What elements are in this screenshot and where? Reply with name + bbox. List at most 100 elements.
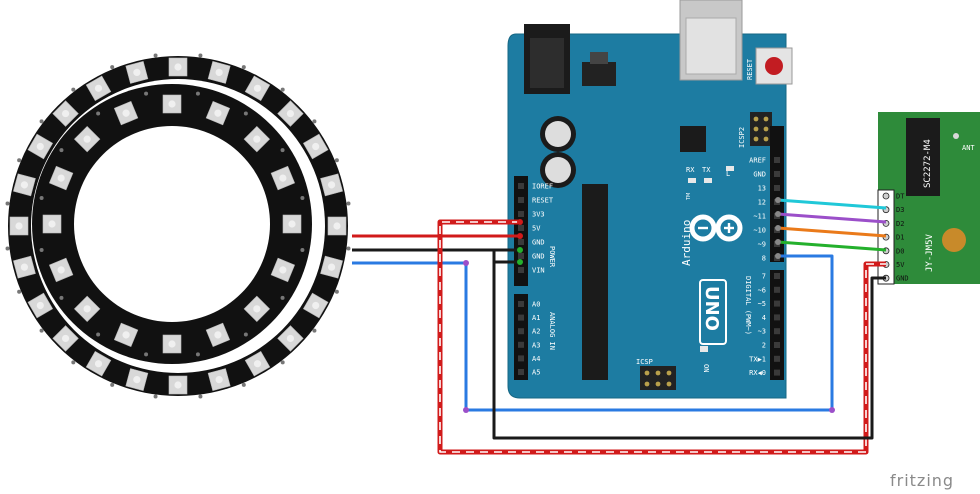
analog-pin-socket: [518, 369, 524, 375]
inner-led: [48, 257, 74, 283]
reset-label: RESET: [746, 58, 754, 80]
digital-pin-label: 4: [762, 314, 766, 322]
on-label: ON: [702, 364, 710, 372]
outer-led: [302, 292, 329, 319]
rf-pin-label: D0: [896, 247, 904, 255]
ant-label: ANT: [962, 144, 975, 152]
outer-led: [207, 61, 231, 84]
outer-led: [9, 216, 29, 236]
inner-led: [113, 100, 139, 126]
rx-label: RX: [686, 166, 695, 174]
digital-pin-label: ~5: [758, 300, 766, 308]
digital-pin-label: RX◀0: [749, 369, 766, 377]
tx-label: TX: [702, 166, 711, 174]
usb-inner: [685, 17, 737, 75]
wire-gnd-rf: [492, 260, 886, 440]
inner-ring-gap: [74, 126, 270, 322]
analog-pin-label: A2: [532, 328, 540, 336]
outer-led: [327, 216, 347, 236]
digital-pin-socket: [774, 300, 780, 307]
digital-pin-socket: [774, 286, 780, 293]
inner-led: [48, 165, 74, 191]
outer-led: [207, 368, 231, 391]
rf-pin-label: GND: [896, 275, 909, 283]
outer-led: [244, 350, 271, 377]
analog-pin-label: A3: [532, 341, 540, 349]
inner-led: [282, 214, 302, 234]
regulator: [582, 62, 616, 86]
arduino-logo: [689, 214, 743, 242]
outer-led: [277, 325, 304, 352]
wire-5v-rf-stripe: [439, 221, 886, 453]
icsp2-label: ICSP2: [738, 127, 746, 148]
inner-led: [243, 125, 271, 153]
outer-led: [125, 61, 149, 84]
analog-pin-label: A0: [532, 301, 540, 309]
digital-pin-label: ~10: [753, 227, 766, 235]
inner-led: [270, 165, 296, 191]
rf-pin-label: D3: [896, 206, 904, 214]
digital-pin-label: ~9: [758, 241, 766, 249]
power-pin-label: VIN: [532, 267, 545, 275]
analog-pin-label: A5: [532, 369, 540, 377]
usb-chip: [680, 126, 706, 152]
tx-led: [704, 178, 712, 183]
outer-led-group: [5, 53, 351, 399]
digital-pin-label: 2: [762, 342, 766, 350]
rf-potentiometer: [942, 228, 966, 252]
icsp2-header: [750, 112, 772, 146]
icsp-label: ICSP: [636, 358, 653, 366]
wire-d2-pin11: [777, 212, 887, 224]
wire-gnd-link: [492, 248, 520, 262]
outer-led: [13, 173, 36, 197]
uno-logo: UNO: [699, 279, 727, 345]
digital-pin-socket: [774, 342, 780, 348]
digital-pin-label: 8: [762, 255, 766, 263]
power-pin-label: GND: [532, 253, 545, 261]
rf-pin-label: D1: [896, 234, 904, 242]
power-pin-label: 5V: [532, 225, 541, 233]
wire-d0-pin9: [777, 240, 887, 252]
rf-pin-label: 5V: [896, 261, 905, 269]
digital-pin-label: AREF: [749, 157, 766, 165]
digital-pin-label: 7: [762, 273, 766, 281]
wires: [352, 198, 887, 455]
wire-d1-pin10: [777, 226, 887, 238]
rf-chip-label: SC2272-M4: [923, 139, 933, 188]
power-pin-socket: [518, 197, 524, 203]
analog-pin-socket: [518, 301, 524, 307]
atmega-chip: [582, 184, 608, 380]
regulator-tab: [590, 52, 608, 64]
neopixel-rings: [5, 53, 351, 399]
ant-pad: [953, 133, 959, 139]
rf-model-label: JY-JM5V: [925, 233, 935, 272]
svg-text:UNO: UNO: [701, 286, 722, 331]
board-outline: [507, 33, 787, 399]
outer-led: [13, 255, 36, 279]
inner-led: [73, 125, 101, 153]
outer-led: [320, 255, 343, 279]
digital-pin-label: 12: [758, 199, 766, 207]
rx-led: [688, 178, 696, 183]
l-led: [726, 166, 734, 171]
outer-led: [125, 368, 149, 391]
analog-pin-socket: [518, 355, 524, 362]
power-label: POWER: [548, 246, 556, 268]
power-pin-label: 3V3: [532, 211, 545, 219]
reset-button-cap[interactable]: [765, 57, 783, 75]
digital-pin-label: TX▶1: [749, 355, 766, 363]
outer-led: [85, 350, 112, 377]
analog-pin-socket: [518, 341, 524, 348]
on-led: [700, 346, 708, 352]
outer-led: [244, 75, 271, 102]
inner-led: [205, 322, 231, 348]
digital-pin-socket: [774, 157, 780, 163]
tm-label: TM: [686, 193, 692, 201]
digital-header-bottom: [770, 270, 784, 380]
digital-pin-label: ~3: [758, 328, 766, 336]
rf-pin: [882, 192, 890, 200]
digital-pin-socket: [774, 185, 780, 191]
